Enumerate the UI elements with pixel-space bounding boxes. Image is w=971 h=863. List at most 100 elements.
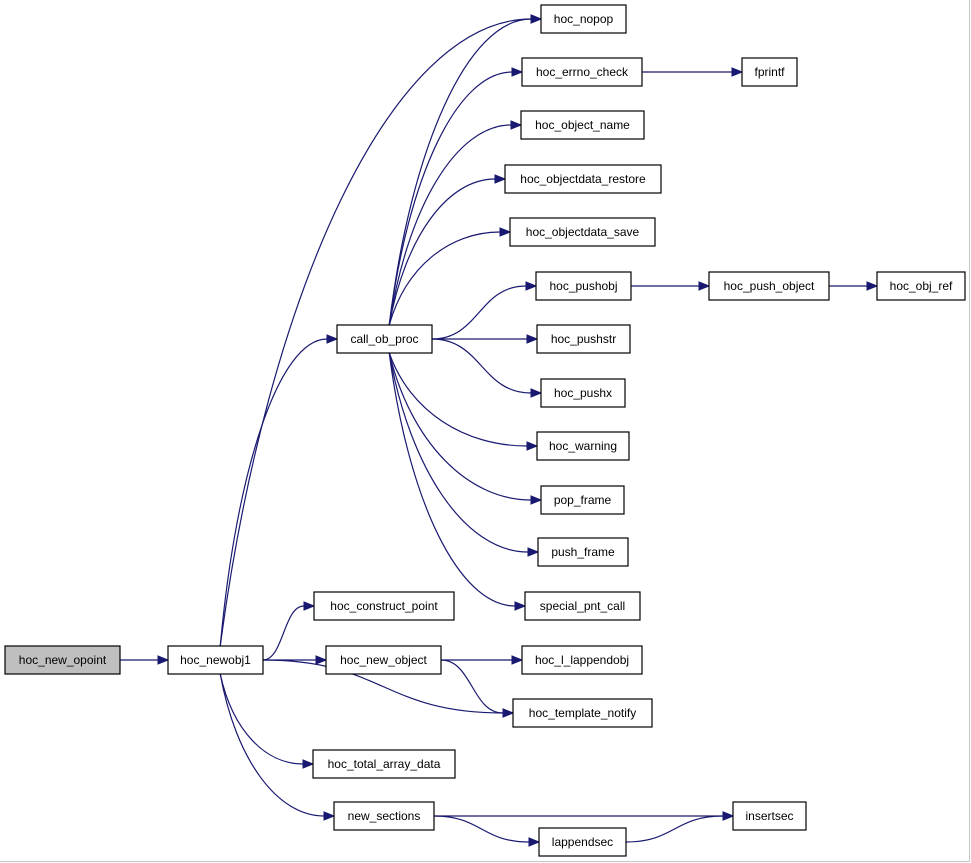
node-hoc_construct_point[interactable]: hoc_construct_point xyxy=(313,591,455,621)
node-lappendsec[interactable]: lappendsec xyxy=(538,827,627,857)
arrowhead-icon xyxy=(528,837,541,847)
edge-line xyxy=(262,605,305,661)
edge-lappendsec-to-insertsec xyxy=(625,811,735,843)
edge-line xyxy=(388,231,501,326)
node-box[interactable] xyxy=(535,271,632,301)
edge-call_ob_proc-to-hoc_errno_check xyxy=(388,67,524,326)
node-box[interactable] xyxy=(536,324,631,354)
arrowhead-icon xyxy=(722,811,735,821)
edge-line xyxy=(625,815,724,843)
node-box[interactable] xyxy=(540,485,625,515)
node-hoc_obj_ref[interactable]: hoc_obj_ref xyxy=(876,271,966,301)
edge-call_ob_proc-to-hoc_nopop xyxy=(388,14,543,326)
arrowhead-icon xyxy=(315,655,328,665)
node-hoc_pushx[interactable]: hoc_pushx xyxy=(540,378,626,408)
arrowhead-icon xyxy=(303,601,316,611)
node-label: hoc_push_object xyxy=(724,279,815,293)
node-special_pnt_call[interactable]: special_pnt_call xyxy=(524,591,641,621)
edge-hoc_newobj1-to-hoc_total_array_data xyxy=(219,673,315,769)
edge-line xyxy=(388,124,512,326)
edge-line xyxy=(431,338,532,394)
node-hoc_errno_check[interactable]: hoc_errno_check xyxy=(521,57,643,87)
edge-hoc_push_object-to-hoc_obj_ref xyxy=(828,281,879,291)
node-label: hoc_warning xyxy=(549,439,617,453)
node-box[interactable] xyxy=(333,801,435,831)
node-hoc_total_array_data[interactable]: hoc_total_array_data xyxy=(312,749,456,779)
arrowhead-icon xyxy=(530,388,543,398)
node-push_frame[interactable]: push_frame xyxy=(537,537,629,567)
node-label: hoc_object_name xyxy=(535,118,630,132)
node-box[interactable] xyxy=(540,378,626,408)
edge-hoc_errno_check-to-fprintf xyxy=(642,67,744,77)
node-label: new_sections xyxy=(348,809,421,823)
edge-call_ob_proc-to-pop_frame xyxy=(388,352,543,505)
node-box[interactable] xyxy=(504,164,662,194)
node-box[interactable] xyxy=(538,827,627,857)
node-hoc_push_object[interactable]: hoc_push_object xyxy=(708,271,830,301)
node-label: insertsec xyxy=(745,809,793,823)
node-hoc_objectdata_save[interactable]: hoc_objectdata_save xyxy=(509,217,656,247)
node-box[interactable] xyxy=(313,591,455,621)
node-box[interactable] xyxy=(524,591,641,621)
node-box[interactable] xyxy=(336,324,433,354)
node-insertsec[interactable]: insertsec xyxy=(732,801,807,831)
node-hoc_pushobj[interactable]: hoc_pushobj xyxy=(535,271,632,301)
edge-new_sections-to-lappendsec xyxy=(433,815,541,847)
node-hoc_objectdata_restore[interactable]: hoc_objectdata_restore xyxy=(504,164,662,194)
node-box[interactable] xyxy=(167,645,264,675)
arrowhead-icon xyxy=(866,281,879,291)
node-box[interactable] xyxy=(540,4,627,34)
node-box[interactable] xyxy=(325,645,442,675)
node-hoc_template_notify[interactable]: hoc_template_notify xyxy=(512,698,653,728)
arrowhead-icon xyxy=(530,14,543,24)
node-hoc_object_name[interactable]: hoc_object_name xyxy=(520,110,645,140)
edge-line xyxy=(388,352,528,447)
arrowhead-icon xyxy=(499,227,512,237)
node-box[interactable] xyxy=(876,271,966,301)
node-box[interactable] xyxy=(4,645,121,675)
node-label: hoc_pushx xyxy=(554,386,612,400)
node-box[interactable] xyxy=(521,57,643,87)
node-label: hoc_nopop xyxy=(554,12,614,26)
node-hoc_new_opoint[interactable]: hoc_new_opoint xyxy=(4,645,121,675)
edge-line xyxy=(219,338,328,647)
node-new_sections[interactable]: new_sections xyxy=(333,801,435,831)
node-fprintf[interactable]: fprintf xyxy=(741,57,798,87)
node-hoc_warning[interactable]: hoc_warning xyxy=(536,431,630,461)
edge-new_sections-to-insertsec xyxy=(434,811,735,821)
node-pop_frame[interactable]: pop_frame xyxy=(540,485,625,515)
node-box[interactable] xyxy=(536,431,630,461)
node-box[interactable] xyxy=(521,645,643,675)
arrowhead-icon xyxy=(326,334,339,344)
node-label: call_ob_proc xyxy=(350,332,418,346)
node-box[interactable] xyxy=(520,110,645,140)
edge-line xyxy=(388,352,529,553)
edge-line xyxy=(431,285,527,340)
node-box[interactable] xyxy=(741,57,798,87)
node-box[interactable] xyxy=(537,537,629,567)
node-label: hoc_l_lappendobj xyxy=(535,653,629,667)
node-box[interactable] xyxy=(732,801,807,831)
edges-layer xyxy=(120,14,879,847)
node-label: hoc_template_notify xyxy=(529,706,636,720)
edge-hoc_new_object-to-hoc_template_notify xyxy=(440,659,515,718)
node-label: hoc_total_array_data xyxy=(328,757,441,771)
node-hoc_pushstr[interactable]: hoc_pushstr xyxy=(536,324,631,354)
node-hoc_nopop[interactable]: hoc_nopop xyxy=(540,4,627,34)
node-label: hoc_new_object xyxy=(340,653,427,667)
edge-hoc_newobj1-to-new_sections xyxy=(219,673,336,821)
node-box[interactable] xyxy=(512,698,653,728)
arrowhead-icon xyxy=(502,708,515,718)
node-label: hoc_pushobj xyxy=(549,279,617,293)
node-box[interactable] xyxy=(312,749,456,779)
node-call_ob_proc[interactable]: call_ob_proc xyxy=(336,324,433,354)
node-hoc_new_object[interactable]: hoc_new_object xyxy=(325,645,442,675)
node-box[interactable] xyxy=(509,217,656,247)
node-hoc_l_lappendobj[interactable]: hoc_l_lappendobj xyxy=(521,645,643,675)
node-box[interactable] xyxy=(708,271,830,301)
node-label: hoc_objectdata_save xyxy=(526,225,640,239)
edge-line xyxy=(440,659,504,714)
node-hoc_newobj1[interactable]: hoc_newobj1 xyxy=(167,645,264,675)
